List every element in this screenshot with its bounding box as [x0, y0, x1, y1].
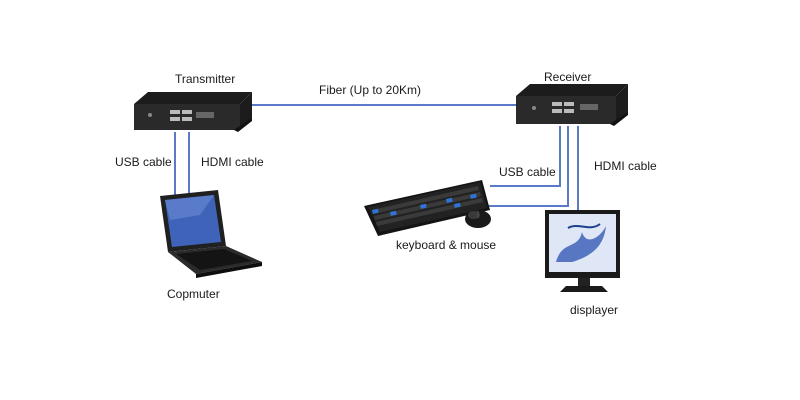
cables: [174, 104, 579, 214]
mouse: [465, 210, 491, 228]
displayer-label: displayer: [570, 303, 619, 317]
keyboard: [364, 180, 490, 236]
hdmi-cable-right-label: HDMI cable: [594, 159, 657, 173]
usb-cable-right-label: USB cable: [499, 165, 556, 179]
computer-label: Copmuter: [167, 287, 220, 301]
transmitter-device: [134, 92, 252, 132]
fiber-label: Fiber (Up to 20Km): [319, 83, 422, 97]
receiver-label: Receiver: [544, 70, 592, 84]
usb-cable-right-mouse: [488, 126, 569, 207]
hdmi-cable-left-label: HDMI cable: [201, 155, 264, 169]
keyboard-mouse-label: keyboard & mouse: [396, 238, 497, 252]
usb-cable-left-label: USB cable: [115, 155, 172, 169]
usb-cable-right-keyboard: [490, 126, 561, 187]
laptop-computer: [160, 190, 262, 278]
receiver-device: [516, 84, 628, 126]
transmitter-label: Transmitter: [175, 72, 236, 86]
monitor-display: [545, 210, 620, 292]
